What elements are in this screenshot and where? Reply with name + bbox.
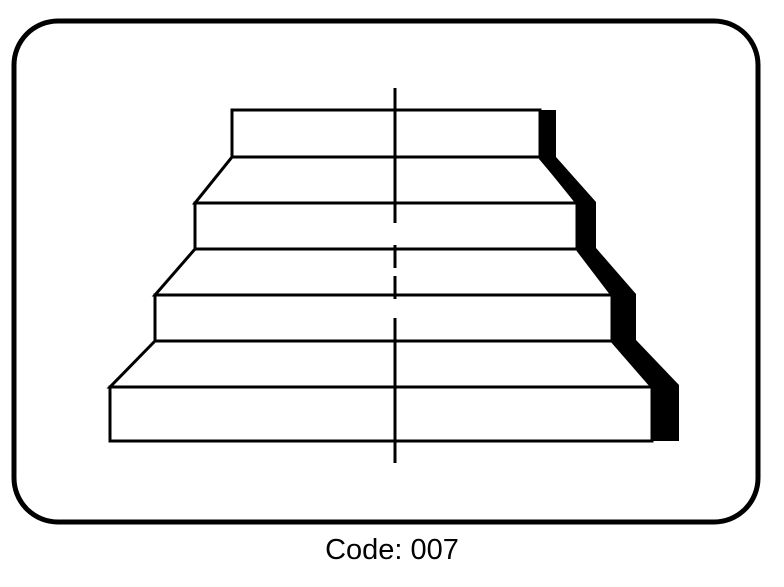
pedestal-base-tier (108, 385, 654, 443)
stepped-pedestal-icon (106, 88, 679, 463)
pedestal-shadow (539, 110, 679, 441)
sign-frame (11, 18, 761, 525)
code-caption: Code: 007 (325, 534, 459, 566)
